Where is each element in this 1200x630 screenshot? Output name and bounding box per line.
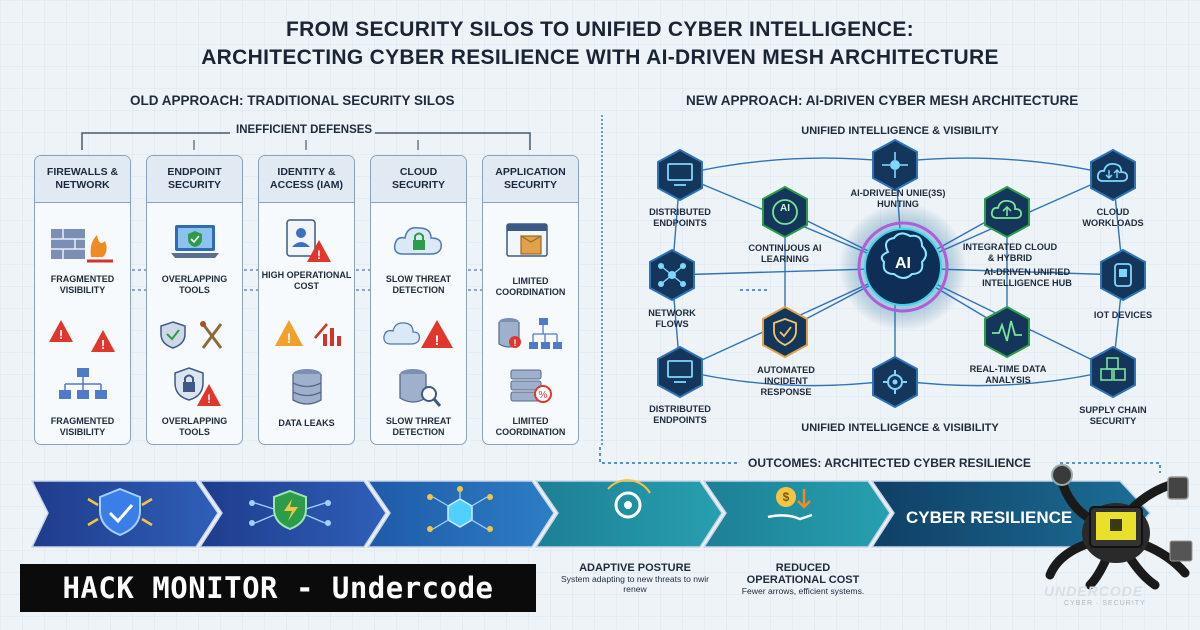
outcomes-chevrons: $ <box>30 479 1152 548</box>
svg-text:!: ! <box>207 392 211 406</box>
node-label: REAL-TIME DATA ANALYSIS <box>969 364 1047 385</box>
new-approach-heading: NEW APPROACH: AI-DRIVEN CYBER MESH ARCHI… <box>686 93 1079 108</box>
silo-issue: LIMITED COORDINATION <box>495 276 566 297</box>
outcome-title: ADAPTIVE POSTURE <box>579 562 691 574</box>
node-label: DISTRIBUTED ENDPOINTS <box>649 207 711 228</box>
silo-issue: OVERLAPPING TOOLS <box>161 274 228 295</box>
silo-title: IDENTITY & ACCESS (IAM) <box>259 156 354 203</box>
node-network-flows <box>647 248 697 302</box>
unified-top-label: UNIFIED INTELLIGENCE & VISIBILITY <box>801 125 999 137</box>
node-integrated-cloud <box>982 185 1032 239</box>
unified-bottom-label: UNIFIED INTELLIGENCE & VISIBILITY <box>801 422 999 434</box>
svg-text:!: ! <box>59 327 63 342</box>
cyber-resilience-label: CYBER RESILIENCE <box>906 508 1073 527</box>
node-supply-chain <box>1088 345 1138 399</box>
banner-text: HACK MONITOR - Undercode <box>62 571 494 605</box>
node-label: NETWORK FLOWS <box>648 308 696 329</box>
shield-tools-icon <box>160 321 223 349</box>
silo-endpoint: ENDPOINT SECURITY OVERLAPPING TOOLS ! OV… <box>146 155 243 445</box>
outcome-step-5: REDUCED OPERATIONAL COST Fewer arrows, e… <box>738 562 868 596</box>
page-title-line1: FROM SECURITY SILOS TO UNIFIED CYBER INT… <box>286 18 914 41</box>
node-label: DISTRIBUTED ENDPOINTS <box>649 404 711 425</box>
silo-issue: HIGH OPERATIONAL COST <box>261 270 352 291</box>
node-realtime-analysis <box>982 305 1032 359</box>
silo-cloud: CLOUD SECURITY SLOW THREAT DETECTION ! S… <box>370 155 467 445</box>
silo-title: FIREWALLS & NETWORK <box>35 156 130 203</box>
database-search-icon <box>399 369 442 407</box>
outcome-subtitle: System adapting to new threats to nwir r… <box>560 574 710 594</box>
inefficient-defenses-label: INEFFICIENT DEFENSES <box>236 124 373 136</box>
silo-issue: SLOW THREAT DETECTION <box>385 274 452 295</box>
svg-text:!: ! <box>317 248 321 262</box>
laptop-shield-icon <box>171 225 219 258</box>
node-iot-devices <box>1098 248 1148 302</box>
outcome-subtitle: Fewer arrows, efficient systems. <box>741 586 865 596</box>
node-label: AI-DRIVEEN UNIE(3S) HUNTING <box>850 188 946 209</box>
silo-issue: FRAGMENTED VISIBILITY <box>50 274 115 295</box>
section-divider <box>601 115 603 445</box>
node-ai-driven-hunting <box>870 138 920 192</box>
old-approach-heading: OLD APPROACH: TRADITIONAL SECURITY SILOS <box>130 93 455 108</box>
node-distributed-endpoints-top <box>655 148 705 202</box>
undercode-logo-text: UNDERCODE <box>1044 583 1144 599</box>
cloud-lock-icon <box>393 226 443 255</box>
svg-text:%: % <box>539 390 548 401</box>
node-automated-response <box>760 305 810 359</box>
silo-issue: FRAGMENTED VISIBILITY <box>50 416 115 437</box>
node-cloud-workloads <box>1088 148 1138 202</box>
node-label: CLOUD WORKLOADS <box>1082 207 1144 228</box>
silo-title: ENDPOINT SECURITY <box>147 156 242 203</box>
node-distributed-endpoints-bottom <box>655 345 705 399</box>
undercode-logo-tagline: CYBER · SECURITY <box>1064 600 1146 607</box>
firewall-icon <box>51 229 113 263</box>
cost-warning-icon: ! <box>275 320 341 346</box>
cloud-warning-icon: ! <box>383 320 453 348</box>
silo-application: APPLICATION SECURITY LIMITED COORDINATIO… <box>482 155 579 445</box>
svg-text:!: ! <box>101 337 105 352</box>
silo-issue: OVERLAPPING TOOLS <box>161 416 228 437</box>
outcome-title: REDUCED OPERATIONAL COST <box>746 562 860 586</box>
node-label: IOT DEVICES <box>1093 310 1153 320</box>
node-label: AUTOMATED INCIDENT RESPONSE <box>757 365 815 397</box>
hack-monitor-banner: HACK MONITOR - Undercode <box>20 564 536 612</box>
silo-issue: DATA LEAKS <box>278 418 335 428</box>
node-settings-hub <box>870 355 920 409</box>
network-hierarchy-icon <box>59 368 107 399</box>
outcome-step-4: ADAPTIVE POSTURE System adapting to new … <box>560 562 710 594</box>
node-continuous-ai-learning <box>760 185 810 239</box>
outcomes-bracket <box>599 447 1161 473</box>
silo-title: CLOUD SECURITY <box>371 156 466 203</box>
inefficient-bracket <box>81 132 531 150</box>
node-label: INTEGRATED CLOUD & HYBRID <box>962 242 1058 263</box>
warning-icon: ! ! <box>49 320 115 352</box>
svg-text:!: ! <box>435 332 440 348</box>
server-blocked-icon: % <box>510 369 552 403</box>
ai-hub-graphic <box>839 203 967 331</box>
lock-warning-icon: ! <box>174 367 221 406</box>
database-icon <box>292 369 322 405</box>
database-network-icon: ! <box>498 318 562 349</box>
app-window-icon <box>506 223 548 257</box>
svg-text:!: ! <box>514 338 517 348</box>
silo-gap-connectors <box>132 269 482 291</box>
ai-hub-icon-text: AI <box>895 255 911 272</box>
silo-firewalls: FIREWALLS & NETWORK FRAGMENTED VISIBILIT… <box>34 155 131 445</box>
page-title-line2: ARCHITECTING CYBER RESILIENCE WITH AI-DR… <box>201 46 999 69</box>
logo-chip-text: AI <box>1174 500 1184 510</box>
id-card-warning-icon: ! <box>286 219 331 262</box>
silo-issue: LIMITED COORDINATION <box>495 416 566 437</box>
ai-hub-label: AI-DRIVEN UNIFIED INTELLIGENCE HUB <box>982 267 1072 288</box>
silo-title: APPLICATION SECURITY <box>483 156 578 203</box>
svg-text:!: ! <box>287 330 292 346</box>
undercode-mascot-logo <box>1045 464 1193 590</box>
svg-text:$: $ <box>783 490 790 504</box>
silo-issue: SLOW THREAT DETECTION <box>385 416 452 437</box>
node-label: CONTINUOUS AI LEARNING <box>748 243 822 264</box>
outcomes-heading: OUTCOMES: ARCHITECTED CYBER RESILIENCE <box>748 456 1031 470</box>
silo-identity: IDENTITY & ACCESS (IAM) ! HIGH OPERATION… <box>258 155 355 445</box>
node-label: SUPPLY CHAIN SECURITY <box>1079 405 1147 426</box>
ai-chip-text: AI <box>780 203 790 214</box>
